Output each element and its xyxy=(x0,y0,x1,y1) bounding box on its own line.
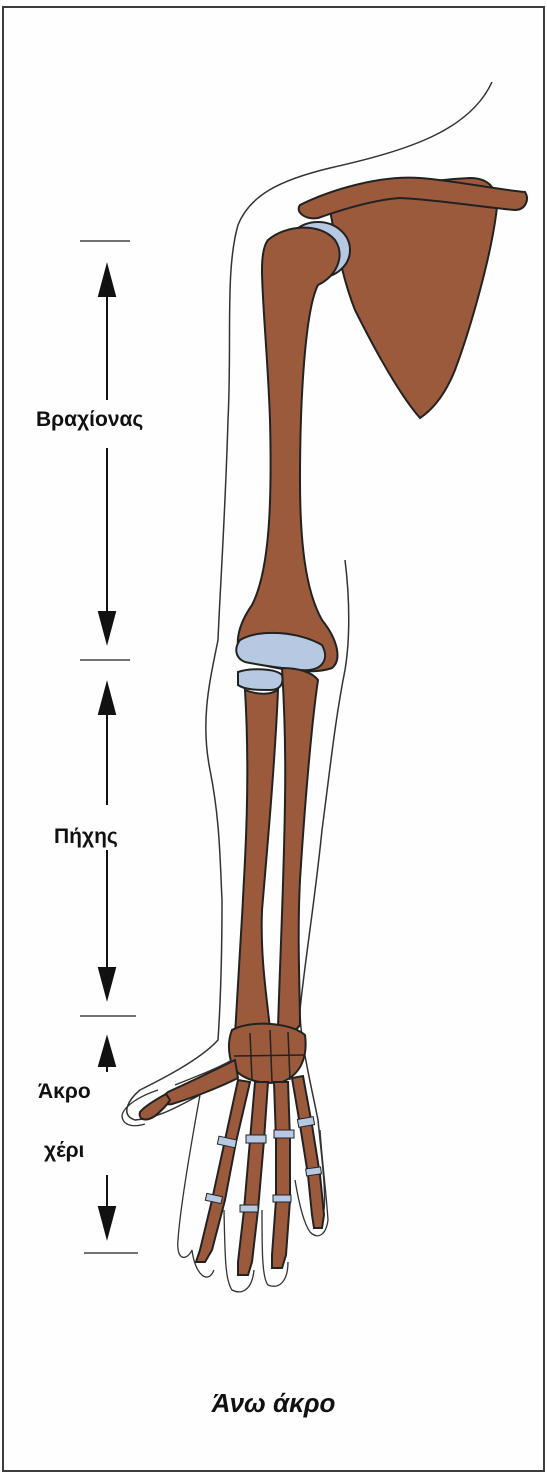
caption: Άνω άκρο xyxy=(0,1388,547,1419)
fingers xyxy=(196,1076,324,1275)
radius xyxy=(235,690,278,1039)
forearm-arrow-down xyxy=(99,968,115,998)
humerus xyxy=(238,228,340,672)
hand-arrow-up xyxy=(99,1038,115,1066)
radius-head-cartilage xyxy=(238,669,283,690)
ulna xyxy=(278,668,318,1033)
scapula xyxy=(330,178,497,418)
upper-arm-arrow-up xyxy=(99,266,115,296)
label-upper-arm: Βραχίονας xyxy=(36,408,143,432)
upper-arm-arrow-down xyxy=(99,612,115,642)
carpals xyxy=(229,1024,306,1083)
label-hand-line2: χέρι xyxy=(44,1139,84,1163)
forearm-arrow-up xyxy=(99,684,115,714)
hand-arrow-down xyxy=(99,1207,115,1237)
label-hand-line1: Άκρο xyxy=(38,1080,91,1104)
thumb xyxy=(122,1060,238,1126)
label-forearm: Πήχης xyxy=(54,825,118,849)
